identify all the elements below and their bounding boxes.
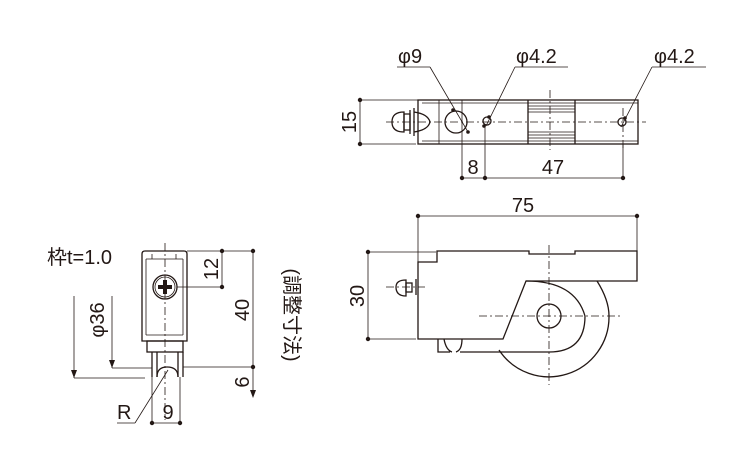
wheel-inner-arc (460, 280, 586, 353)
wheel-outer-arc (498, 280, 610, 378)
radius-label: R (117, 402, 131, 424)
wheel-groove (156, 366, 179, 378)
side-knob-icon (395, 279, 417, 297)
grip-hatch (528, 105, 575, 139)
arrow-down-icon (250, 390, 256, 398)
wheel-diameter-dim: φ36 (87, 302, 109, 337)
hole-large-label: φ9 (398, 46, 422, 68)
front-body-outline (141, 250, 188, 342)
arrow-down-icon (71, 360, 115, 378)
hole-small-label: φ4.2 (516, 46, 557, 68)
offset-dim: 8 (467, 157, 478, 179)
hole-small (482, 116, 492, 126)
side-view: 75 30 (347, 195, 640, 385)
pitch-dim: 47 (542, 157, 564, 179)
top-view: φ9 φ4.2 φ4.2 15 8 47 (339, 46, 706, 181)
width-dim: 9 (162, 402, 173, 424)
top-height-dim: 15 (339, 111, 361, 133)
adjust-dim: 6 (232, 376, 254, 387)
frame-note: 枠t=1.0 (47, 246, 112, 269)
front-view: 12 40 6 (調整寸法) 枠t=1.0 φ36 R 9 (47, 243, 303, 426)
hole-right-label: φ4.2 (654, 46, 695, 68)
side-length-dim: 75 (512, 195, 534, 217)
front-height-dim: 40 (232, 299, 254, 321)
side-height-dim: 30 (347, 285, 369, 307)
screw-dim: 12 (201, 258, 223, 280)
adjust-note: (調整寸法) (280, 268, 303, 361)
